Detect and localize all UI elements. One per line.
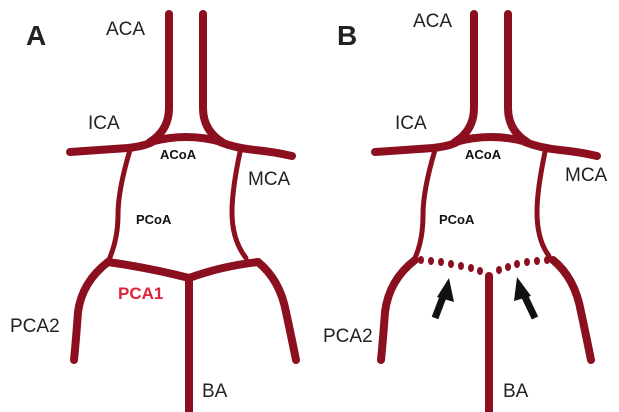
pcoa-right-vessel xyxy=(537,152,549,256)
label-ba: BA xyxy=(503,382,528,401)
pca1-dotted-right xyxy=(496,256,550,274)
pca1-dot xyxy=(524,258,530,266)
panel-a: A ACA ICA ACoA MCA PCoA PCA1 PCA2 BA xyxy=(0,0,309,412)
arrow-left-icon xyxy=(435,278,454,318)
mca-vessel xyxy=(525,142,597,156)
pcoa-left-vessel xyxy=(415,150,435,258)
label-aca: ACA xyxy=(106,20,145,39)
pca1-dot xyxy=(544,256,550,264)
label-ba: BA xyxy=(202,382,227,401)
pca1-dot xyxy=(418,256,424,264)
pca1-left-vessel xyxy=(108,262,189,278)
label-mca: MCA xyxy=(565,166,607,185)
label-pca2: PCA2 xyxy=(10,317,60,336)
pca2-right-vessel xyxy=(258,262,296,360)
vessel-diagram-b xyxy=(309,0,618,412)
panel-letter-b: B xyxy=(337,22,357,50)
panel-letter-a: A xyxy=(26,22,46,50)
arrow-right-icon xyxy=(514,277,535,318)
aca-right-vessel xyxy=(203,14,222,142)
label-pcoa: PCoA xyxy=(136,213,171,226)
panel-b: B ACA ICA ACoA MCA PCoA PCA2 BA xyxy=(309,0,618,412)
pca2-right-vessel xyxy=(553,260,591,360)
acoa-vessel xyxy=(455,137,527,142)
ica-left-vessel xyxy=(70,142,152,152)
label-ica: ICA xyxy=(395,114,427,133)
pcoa-left-vessel xyxy=(108,150,130,262)
ica-left-vessel xyxy=(375,142,457,152)
aca-left-vessel xyxy=(455,14,474,142)
pca1-dot xyxy=(496,266,502,274)
pca1-dot xyxy=(505,263,511,271)
label-pca1: PCA1 xyxy=(118,285,163,302)
pca1-dot xyxy=(438,258,444,266)
pca1-dot xyxy=(468,264,474,272)
pca1-dot xyxy=(534,257,540,265)
pca1-dotted-left xyxy=(418,256,483,275)
label-acoa: ACoA xyxy=(465,148,501,161)
pca1-dot xyxy=(477,267,483,275)
mca-vessel xyxy=(220,142,292,156)
label-mca: MCA xyxy=(248,170,290,189)
label-pca2: PCA2 xyxy=(323,327,373,346)
aca-left-vessel xyxy=(150,14,169,142)
pca1-dot xyxy=(458,262,464,270)
pca1-dot xyxy=(514,260,520,268)
aca-right-vessel xyxy=(508,14,527,142)
vessel-diagram-a xyxy=(0,0,309,412)
label-aca: ACA xyxy=(413,12,452,31)
acoa-vessel xyxy=(150,137,222,142)
pca1-dot xyxy=(448,260,454,268)
pcoa-right-vessel xyxy=(232,152,246,258)
label-acoa: ACoA xyxy=(160,148,196,161)
label-ica: ICA xyxy=(88,114,120,133)
pca1-right-vessel xyxy=(189,262,258,278)
pca1-dot xyxy=(428,257,434,265)
label-pcoa: PCoA xyxy=(439,213,474,226)
pca2-left-vessel xyxy=(381,260,415,360)
pca2-left-vessel xyxy=(74,262,108,360)
